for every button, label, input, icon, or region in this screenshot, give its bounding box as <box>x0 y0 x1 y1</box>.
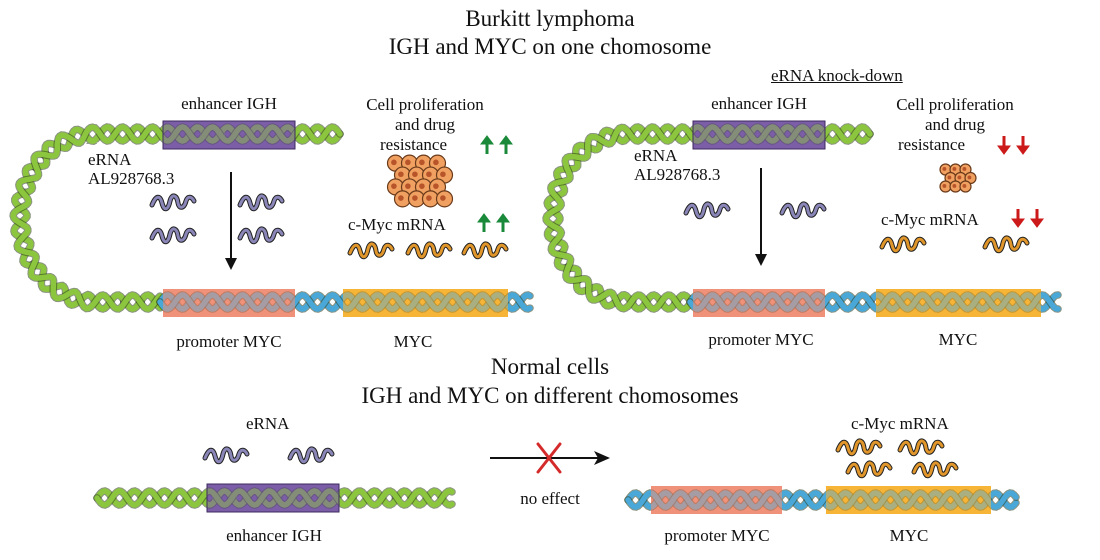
cell-nucleus <box>947 175 952 180</box>
cell-nucleus <box>952 184 957 188</box>
mrna-squiggle-icon <box>982 235 1030 254</box>
cell-nucleus <box>426 171 432 178</box>
cell-nucleus <box>433 183 439 189</box>
cell-nucleus <box>962 167 967 171</box>
mrna-squiggle-icon <box>835 438 883 457</box>
enhancer-igh-box-left-overlay <box>162 120 296 150</box>
top-title-line2: IGH and MYC on one chomosome <box>388 34 712 59</box>
cell-nucleus <box>419 183 425 189</box>
down-arrow-icon <box>1011 209 1025 228</box>
up-arrow-icon <box>477 213 491 232</box>
c-myc-mrna-label-bottom: c-Myc mRNA <box>851 414 949 433</box>
enhancer-igh-label: enhancer IGH <box>181 94 277 113</box>
promoter-myc-box-right-overlay <box>693 289 825 317</box>
myc-gene-box-right-overlay <box>876 289 1041 317</box>
promoter-myc-label: promoter MYC <box>176 332 282 351</box>
erna-knockdown-header: eRNA knock-down <box>771 66 903 85</box>
erna-label: eRNA <box>88 150 132 169</box>
green-dna-loop-left <box>9 123 344 313</box>
cell-nucleus <box>398 195 404 201</box>
enhancer-igh-label-bottom: enhancer IGH <box>226 526 322 545</box>
mrna-squiggle-icon <box>405 241 453 260</box>
myc-gene-box-bottom-overlay <box>826 486 991 514</box>
rna-squiggle-icon <box>287 446 335 465</box>
effect-label-line1: Cell proliferation <box>366 95 484 114</box>
cell-nucleus <box>412 195 418 201</box>
cell-nucleus <box>412 171 418 178</box>
rna-squiggle-icon <box>149 226 197 245</box>
myc-label-bottom: MYC <box>889 526 929 545</box>
cell-nucleus <box>440 171 446 178</box>
cell-nucleus <box>952 167 957 171</box>
cell-cluster-icon <box>386 154 454 208</box>
promoter-myc-label: promoter MYC <box>708 330 814 349</box>
promoter-myc-label-bottom: promoter MYC <box>664 526 770 545</box>
green-dna-loop-right <box>542 123 874 313</box>
bottom-title-line1: Normal cells <box>490 354 610 379</box>
cell-nucleus <box>391 159 397 166</box>
mrna-squiggle-icon <box>347 241 395 260</box>
cell-nucleus <box>440 195 446 201</box>
cell-nucleus <box>405 183 411 189</box>
c-myc-mrna-label: c-Myc mRNA <box>881 210 979 229</box>
up-arrow-icon <box>480 135 494 154</box>
myc-label: MYC <box>393 332 433 351</box>
bottom-title-line2: IGH and MYC on different chomosomes <box>361 383 739 408</box>
cell-nucleus <box>967 175 972 180</box>
down-arrow-icon <box>997 136 1011 155</box>
enhancer-igh-box-bottom-overlay <box>206 483 340 513</box>
cell-nucleus <box>433 159 439 166</box>
enhancer-igh-label: enhancer IGH <box>711 94 807 113</box>
down-arrow-icon <box>1030 209 1044 228</box>
cell-nucleus <box>962 184 967 188</box>
erna-label-bottom: eRNA <box>246 414 290 433</box>
effect-label-line3: resistance <box>898 135 966 154</box>
erna-id-label: AL928768.3 <box>88 169 175 188</box>
rna-squiggle-icon <box>237 193 285 212</box>
cell-nucleus <box>419 159 425 166</box>
rna-squiggle-icon <box>779 201 827 220</box>
myc-label: MYC <box>938 330 978 349</box>
rna-squiggle-layer <box>149 193 1030 479</box>
cell-cluster-icon-small <box>939 163 977 193</box>
cell-nucleus <box>957 175 962 180</box>
mrna-squiggle-icon <box>879 235 927 254</box>
up-arrow-icon <box>499 135 513 154</box>
mrna-squiggle-icon <box>461 241 509 260</box>
rna-squiggle-icon <box>683 201 731 220</box>
enhancer-igh-box-right-overlay <box>692 120 826 150</box>
c-myc-mrna-label: c-Myc mRNA <box>348 215 446 234</box>
mrna-squiggle-icon <box>911 460 959 479</box>
erna-id-label: AL928768.3 <box>634 165 721 184</box>
effect-label-line2: and drug <box>925 115 985 134</box>
rna-squiggle-icon <box>202 446 250 465</box>
erna-label: eRNA <box>634 146 678 165</box>
trend-arrows-layer <box>477 135 1044 232</box>
x-mark-icon <box>536 442 562 474</box>
down-arrow-icon <box>1016 136 1030 155</box>
cell-nucleus <box>942 167 947 171</box>
rna-squiggle-icon <box>149 193 197 212</box>
cell-nucleus <box>405 159 411 166</box>
up-arrow-icon <box>496 213 510 232</box>
cell-nucleus <box>942 184 947 188</box>
cell-nucleus <box>391 183 397 189</box>
rna-squiggle-icon <box>237 226 285 245</box>
dna-helix-layer <box>9 120 1062 514</box>
mrna-squiggle-icon <box>897 438 945 457</box>
promoter-myc-box-bottom-overlay <box>651 486 782 514</box>
mrna-squiggle-icon <box>845 460 893 479</box>
effect-label-line2: and drug <box>395 115 455 134</box>
no-effect-label: no effect <box>520 489 580 508</box>
myc-gene-box-left-overlay <box>343 289 508 317</box>
promoter-myc-box-left-overlay <box>163 289 295 317</box>
effect-label-line3: resistance <box>380 135 448 154</box>
cell-nucleus <box>426 195 432 201</box>
effect-label-line1: Cell proliferation <box>896 95 1014 114</box>
cell-nucleus <box>398 171 404 178</box>
top-title-line1: Burkitt lymphoma <box>465 6 635 31</box>
